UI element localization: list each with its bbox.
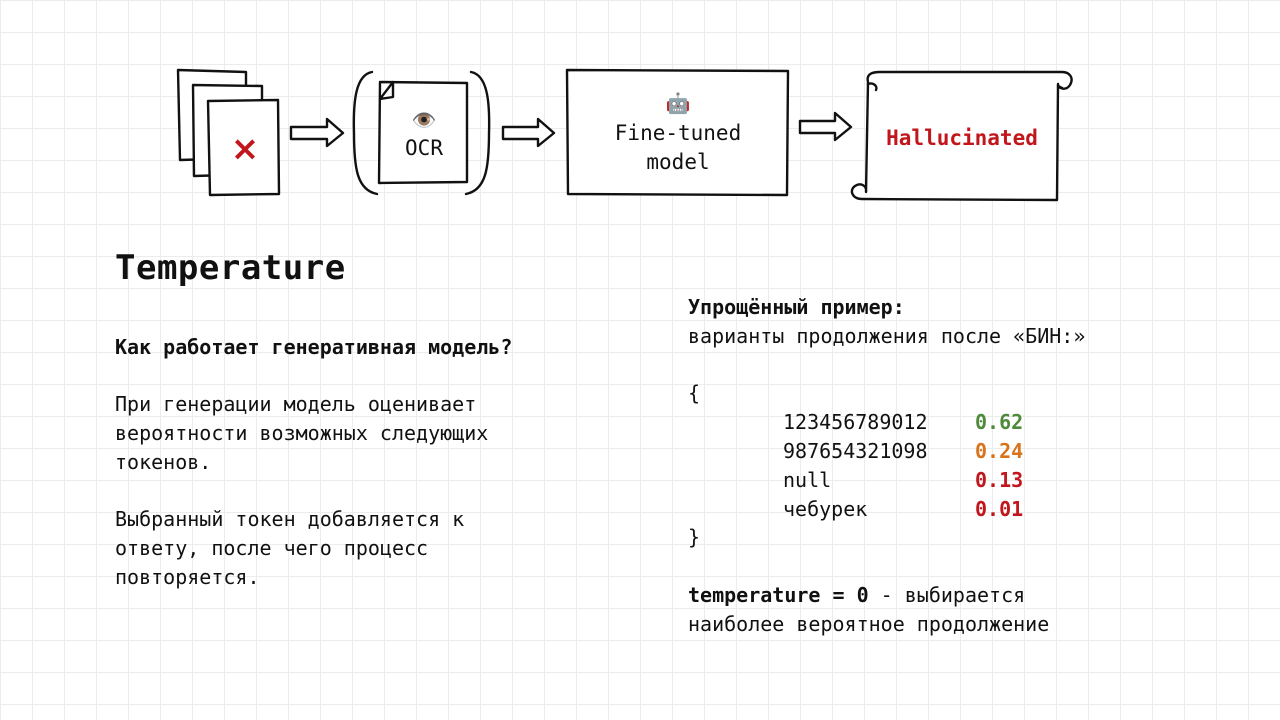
paragraph-2-line-1: Выбранный токен добавляется к xyxy=(115,507,465,531)
arrow-right-icon xyxy=(289,117,345,148)
error-x-icon: × xyxy=(231,129,260,169)
model-label-line1: Fine-tuned xyxy=(615,121,741,145)
model-node: 🤖 Fine-tuned model xyxy=(565,68,790,197)
candidate-row: чебурек 0.01 xyxy=(783,495,1023,524)
candidate-prob: 0.01 xyxy=(975,497,1024,521)
temperature-note-line-2: наиболее вероятное продолжение xyxy=(688,612,1050,636)
arrow-right-icon xyxy=(501,117,556,148)
candidate-row: 123456789012 0.62 xyxy=(783,408,1023,437)
output-scroll: Hallucinated xyxy=(850,70,1073,202)
pipeline-diagram: × 👁️ OCR 🤖 Fine-tuned model Hallucinated xyxy=(176,68,1073,202)
candidate-token: null xyxy=(783,468,832,492)
ocr-node: 👁️ OCR xyxy=(352,70,491,196)
hallucinated-label: Hallucinated xyxy=(886,126,1038,150)
paragraph-1-line-1: При генерации модель оценивает xyxy=(115,392,477,416)
candidate-prob: 0.13 xyxy=(975,468,1024,492)
open-brace: { xyxy=(688,381,701,405)
eye-icon: 👁️ xyxy=(412,108,437,132)
candidate-prob: 0.62 xyxy=(975,410,1024,434)
model-label-line2: model xyxy=(646,150,709,174)
candidate-row: null 0.13 xyxy=(783,466,1023,495)
paragraph-2-line-2: ответу, после чего процесс xyxy=(115,536,429,560)
temperature-note-line-1: temperature = 0 - выбирается xyxy=(688,581,1025,610)
question-heading: Как работает генеративная модель? xyxy=(115,335,513,359)
temperature-note-rest: - выбирается xyxy=(868,583,1026,607)
paragraph-1-line-3: токенов. xyxy=(115,450,212,474)
candidate-prob: 0.24 xyxy=(975,439,1024,463)
candidate-token: чебурек xyxy=(783,497,868,521)
candidate-row: 987654321098 0.24 xyxy=(783,437,1023,466)
candidate-token: 987654321098 xyxy=(783,439,928,463)
robot-icon: 🤖 xyxy=(666,91,691,115)
documents-stack: × xyxy=(176,68,281,197)
example-heading: Упрощённый пример: xyxy=(688,295,905,319)
temperature-setting: temperature = 0 xyxy=(688,583,869,607)
paragraph-1-line-2: вероятности возможных следующих xyxy=(115,421,489,445)
example-subheading: варианты продолжения после «БИН:» xyxy=(688,324,1086,348)
paragraph-2-line-3: повторяется. xyxy=(115,565,260,589)
ocr-label: OCR xyxy=(405,136,443,160)
close-brace: } xyxy=(688,525,701,549)
slide-title: Temperature xyxy=(115,248,346,288)
arrow-right-icon xyxy=(798,111,853,142)
candidate-token: 123456789012 xyxy=(783,410,928,434)
